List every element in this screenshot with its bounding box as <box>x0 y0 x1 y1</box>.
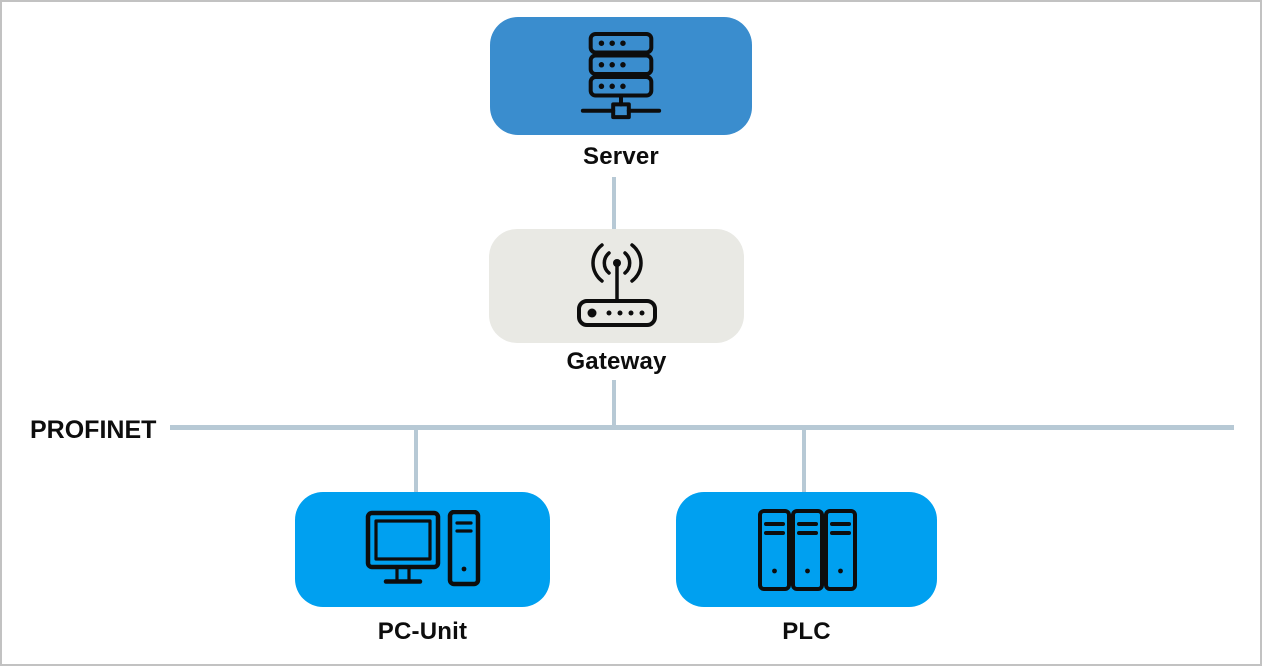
plc-modules-icon <box>756 507 858 593</box>
profinet-bus-line <box>170 425 1234 430</box>
desktop-computer-icon <box>365 510 481 590</box>
connector-server-gateway <box>612 177 616 229</box>
profinet-bus-label: PROFINET <box>30 416 157 444</box>
connector-bus-pc-unit <box>414 430 418 492</box>
connector-bus-plc <box>802 430 806 492</box>
node-pc-unit <box>295 492 550 607</box>
node-server-label: Server <box>583 143 659 170</box>
node-plc <box>676 492 937 607</box>
node-gateway-label: Gateway <box>566 348 667 375</box>
node-server <box>490 17 752 135</box>
node-gateway <box>489 229 744 343</box>
node-pc-unit-label: PC-Unit <box>377 618 468 645</box>
server-rack-icon <box>577 30 665 122</box>
wireless-router-icon <box>569 243 665 329</box>
node-plc-label: PLC <box>782 618 831 645</box>
connector-gateway-bus <box>612 380 616 427</box>
